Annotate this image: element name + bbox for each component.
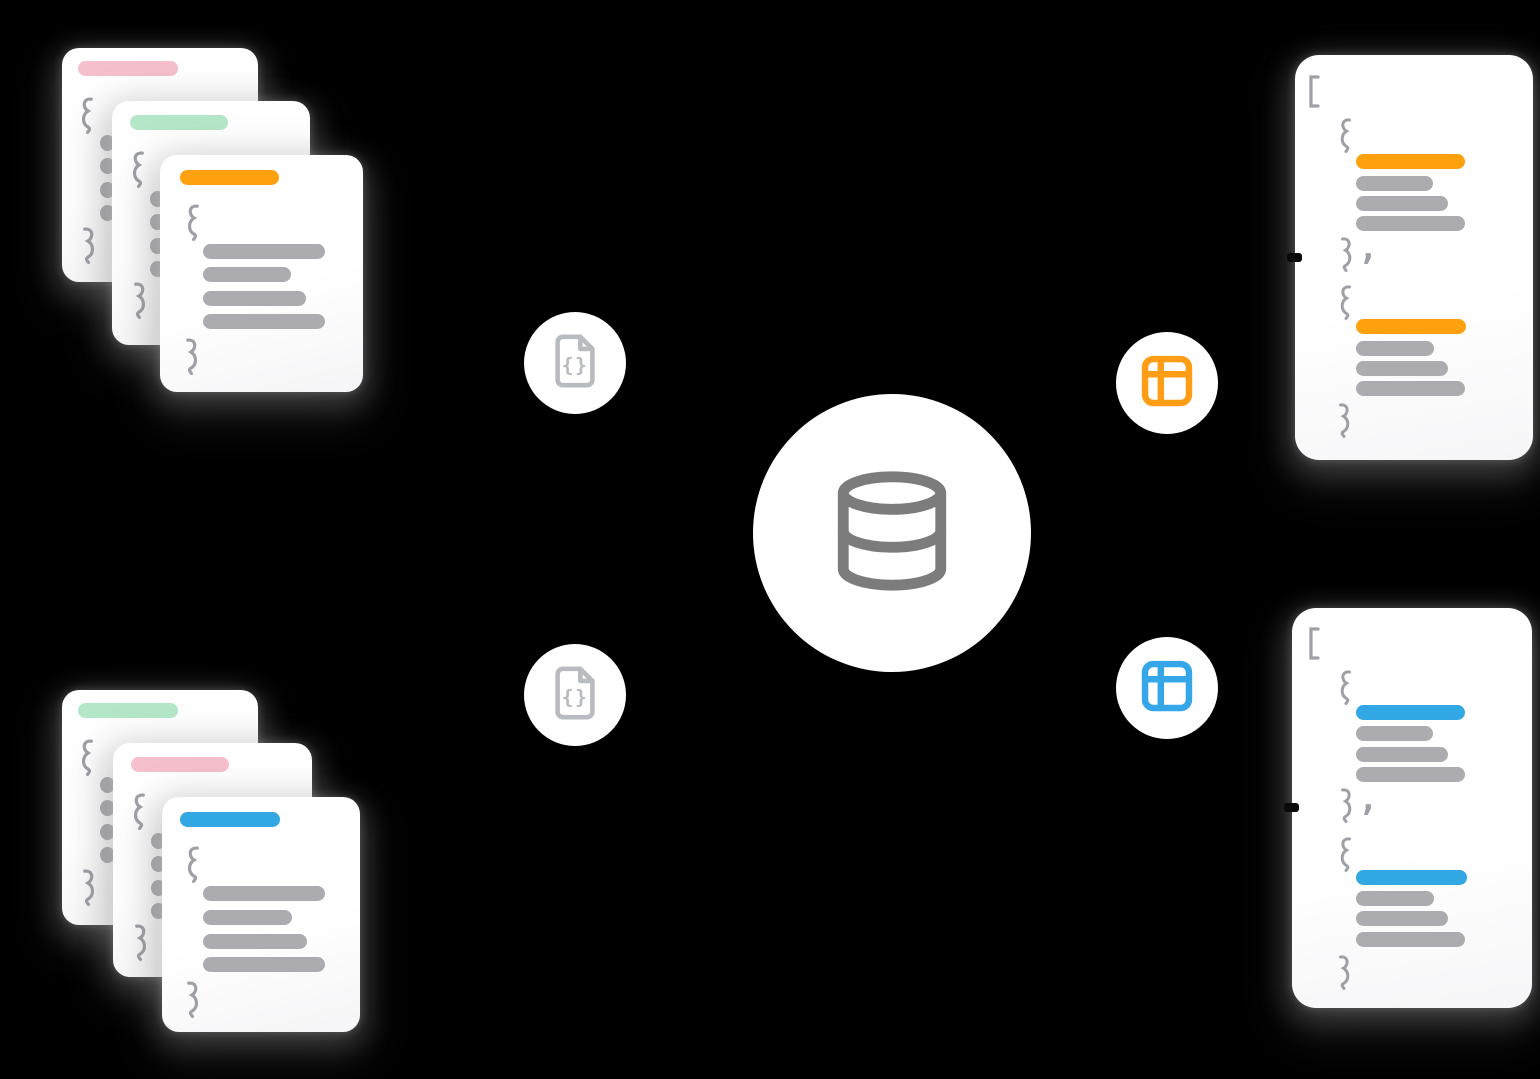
card-header-bar: [180, 170, 279, 185]
text-line-bar: [203, 934, 307, 949]
curly-brace-close-icon: [1339, 237, 1355, 272]
json-file-icon: {}: [546, 332, 604, 394]
text-line-bar: [203, 291, 306, 306]
content-dot: [100, 158, 115, 174]
text-line-bar: [203, 314, 325, 329]
content-dot: [100, 824, 115, 840]
content-dot: [100, 182, 115, 198]
curly-brace-close-icon: [1337, 955, 1353, 990]
content-dot: [100, 205, 115, 221]
content-dot: [100, 777, 115, 793]
text-line-bar: [1356, 176, 1433, 191]
curly-brace-close-icon: [1339, 788, 1355, 823]
curly-brace-close-icon: [81, 869, 98, 907]
curly-brace-open-icon: [78, 97, 95, 135]
table-icon: [1136, 350, 1198, 416]
text-line-bar: [1356, 747, 1448, 762]
json-file-badge-bottom: {}: [524, 644, 626, 746]
output-card-top-right: ,: [1287, 55, 1533, 460]
curly-brace-close-icon: [81, 227, 98, 265]
curly-brace-open-icon: [1337, 837, 1353, 872]
document-card: [160, 155, 363, 392]
text-line-bar: [203, 886, 325, 901]
curly-brace-open-icon: [130, 793, 147, 831]
square-bracket-open-icon: [1308, 75, 1320, 112]
content-dot: [100, 800, 115, 816]
text-line-bar: [1356, 361, 1448, 376]
curly-brace-open-icon: [1337, 118, 1353, 153]
curly-brace-open-icon: [1337, 670, 1353, 705]
text-line-bar: [1356, 932, 1465, 947]
record-accent-bar: [1356, 870, 1467, 885]
comma-glyph: ,: [1358, 779, 1379, 819]
text-line-bar: [1356, 381, 1465, 396]
database-icon: [827, 466, 957, 600]
text-line-bar: [203, 957, 325, 972]
text-line-bar: [1356, 341, 1434, 356]
curly-brace-open-icon: [1337, 285, 1353, 320]
curly-brace-close-icon: [1337, 403, 1353, 438]
content-dot: [100, 847, 115, 863]
text-line-bar: [1356, 216, 1465, 231]
table-icon: [1136, 655, 1198, 721]
table-badge-top: [1116, 332, 1218, 434]
curly-brace-open-icon: [184, 846, 201, 884]
curly-brace-close-icon: [132, 282, 149, 320]
text-line-bar: [203, 267, 291, 282]
json-file-badge-top: {}: [524, 312, 626, 414]
database-node: [753, 394, 1031, 672]
output-card-bottom-right: ,: [1284, 608, 1532, 1008]
comma-glyph: ,: [1358, 228, 1379, 268]
svg-text:{}: {}: [562, 354, 589, 377]
text-line-bar: [1356, 767, 1465, 782]
card-header-bar: [78, 703, 178, 718]
square-bracket-open-icon: [1308, 627, 1320, 664]
curly-brace-close-icon: [185, 981, 202, 1019]
text-line-bar: [203, 910, 292, 925]
card-header-bar: [130, 115, 228, 130]
curly-brace-open-icon: [78, 739, 95, 777]
svg-text:{}: {}: [562, 686, 589, 709]
card-header-bar: [131, 757, 229, 772]
curly-brace-open-icon: [184, 204, 201, 242]
record-accent-bar: [1356, 319, 1466, 334]
curly-brace-close-icon: [184, 338, 201, 376]
text-line-bar: [1356, 911, 1448, 926]
connector-notch: [1287, 253, 1302, 262]
curly-brace-open-icon: [129, 151, 146, 189]
record-accent-bar: [1356, 154, 1465, 169]
document-card: [162, 797, 360, 1032]
table-badge-bottom: [1116, 637, 1218, 739]
text-line-bar: [1356, 891, 1434, 906]
connector-notch: [1284, 803, 1299, 812]
curly-brace-close-icon: [133, 924, 150, 962]
card-header-bar: [78, 61, 178, 76]
record-accent-bar: [1356, 705, 1465, 720]
json-file-icon: {}: [546, 664, 604, 726]
text-line-bar: [203, 244, 325, 259]
text-line-bar: [1356, 726, 1433, 741]
content-dot: [100, 135, 115, 151]
text-line-bar: [1356, 196, 1448, 211]
card-header-bar: [180, 812, 280, 827]
